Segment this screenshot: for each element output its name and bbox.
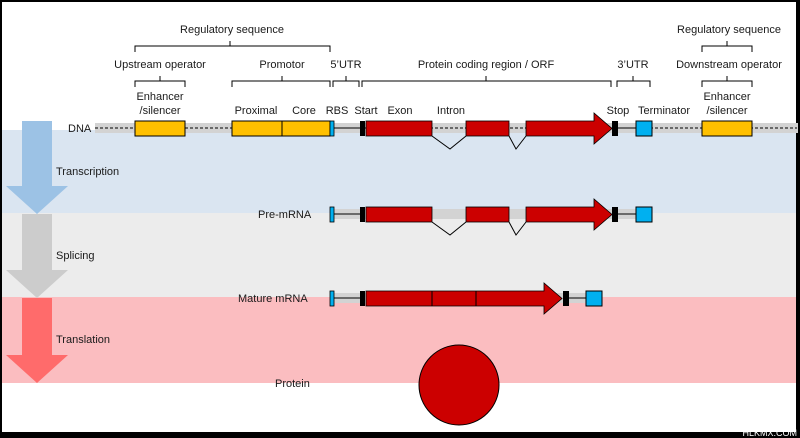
- pre-mrna-exon-1: [365, 206, 433, 223]
- utr5-brace: [332, 76, 360, 87]
- pre-mrna-rbs: [329, 206, 335, 223]
- pre-mrna-label: Pre-mRNA: [258, 209, 312, 221]
- pre-mrna-row: Pre-mRNA: [258, 198, 653, 236]
- pre-mrna-start-codon: [360, 207, 365, 222]
- utr3-label: 3’UTR: [617, 59, 648, 71]
- intron-2: [508, 135, 527, 150]
- dna-label: DNA: [68, 123, 92, 135]
- intron-label: Intron: [437, 105, 465, 117]
- promotor-core: [281, 120, 331, 137]
- translation-band: [2, 297, 796, 383]
- orf-brace: [361, 76, 612, 87]
- translation-arrow: [6, 298, 68, 383]
- enhancer-silencer-left: [134, 120, 186, 137]
- proximal-label: Proximal: [235, 105, 278, 117]
- stop-codon: [612, 121, 618, 136]
- enhancer-silencer-right: [701, 120, 753, 137]
- upstream-operator-brace: [134, 76, 186, 87]
- rbs-label: RBS: [326, 105, 349, 117]
- pre-mrna-intron-1: [431, 221, 467, 236]
- protein-label: Protein: [275, 378, 310, 390]
- exon-label: Exon: [387, 105, 412, 117]
- exon-3-arrow: [525, 112, 613, 145]
- rbs-element: [329, 120, 335, 137]
- downstream-operator-label: Downstream operator: [676, 59, 782, 71]
- intron-1: [431, 135, 467, 150]
- splicing-label: Splicing: [56, 250, 95, 262]
- mature-mrna-rbs: [329, 290, 335, 307]
- terminator-element: [635, 120, 653, 137]
- pre-mrna-intron-2: [508, 221, 527, 236]
- downstream-operator-brace: [701, 76, 753, 87]
- upstream-operator-label: Upstream operator: [114, 59, 206, 71]
- promotor-proximal: [231, 120, 283, 137]
- promotor-label: Promotor: [259, 59, 305, 71]
- exon-2: [465, 120, 510, 137]
- splicing-band: [2, 213, 796, 297]
- promotor-brace: [231, 76, 331, 87]
- mature-mrna-label: Mature mRNA: [238, 293, 308, 305]
- mature-mrna-coding-arrow: [365, 282, 563, 315]
- transcription-band: [2, 130, 796, 213]
- start-codon: [360, 121, 365, 136]
- transcription-label: Transcription: [56, 166, 119, 178]
- splicing-arrow: [6, 214, 68, 298]
- utr3-brace: [616, 76, 651, 87]
- transcription-arrow: [6, 121, 68, 214]
- pre-mrna-exon-3-arrow: [525, 198, 613, 231]
- pre-mrna-exon-2: [465, 206, 510, 223]
- regulatory-right-brace: [701, 41, 753, 52]
- orf-label: Protein coding region / ORF: [418, 59, 555, 71]
- regulatory-left-brace: [134, 41, 331, 52]
- enhancer-left-label-line2: /silencer: [140, 105, 181, 117]
- dna-row: DNA: [68, 112, 798, 150]
- mature-mrna-start-codon: [360, 291, 365, 306]
- enhancer-right-label-line2: /silencer: [707, 105, 748, 117]
- pre-mrna-terminator: [635, 206, 653, 223]
- pre-mrna-stop-codon: [612, 207, 618, 222]
- core-label: Core: [292, 105, 316, 117]
- enhancer-left-label-line1: Enhancer: [136, 91, 183, 103]
- regulatory-sequence-right-label: Regulatory sequence: [677, 24, 781, 36]
- stop-label: Stop: [607, 105, 630, 117]
- enhancer-right-label-line1: Enhancer: [703, 91, 750, 103]
- translation-label: Translation: [56, 334, 110, 346]
- mature-mrna-stop-codon: [563, 291, 569, 306]
- exon-1: [365, 120, 433, 137]
- terminator-label: Terminator: [638, 105, 690, 117]
- mature-mrna-row: Mature mRNA: [238, 282, 603, 315]
- utr5-label: 5’UTR: [330, 59, 361, 71]
- start-label: Start: [354, 105, 377, 117]
- protein-circle: [418, 344, 500, 426]
- watermark: HLKMX.COM: [742, 428, 797, 438]
- regulatory-sequence-left-label: Regulatory sequence: [180, 24, 284, 36]
- mature-mrna-terminator: [585, 290, 603, 307]
